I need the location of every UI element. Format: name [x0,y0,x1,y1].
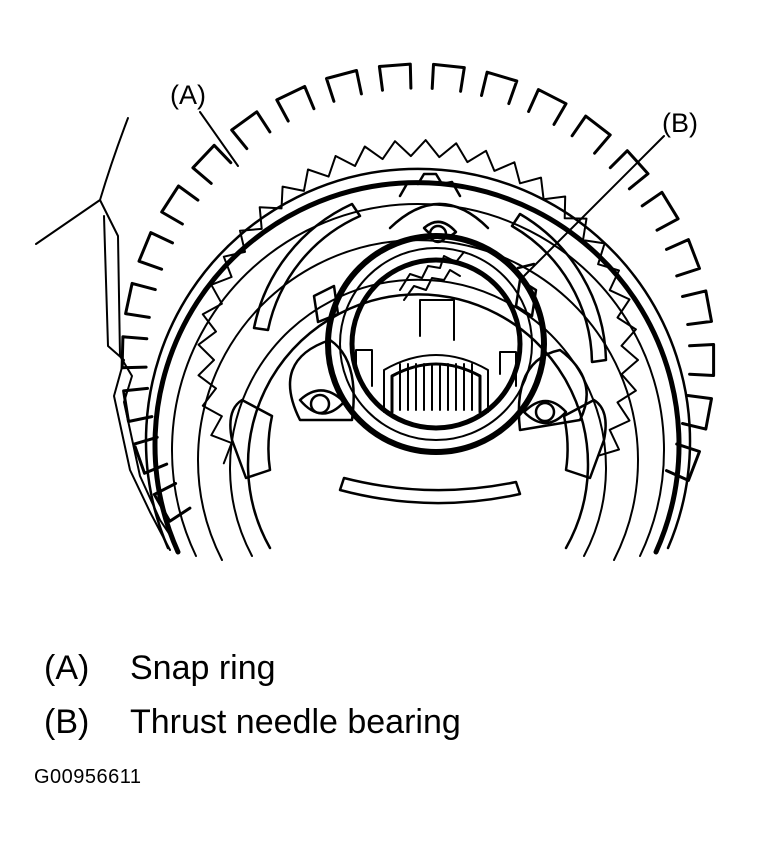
sun-gear-shaft [355,251,517,414]
planet-carrier [229,172,608,550]
legend-item-b: (B) Thrust needle bearing [44,702,461,742]
legend-key: (B) [44,703,90,741]
clutch-drum [120,62,716,550]
ring-gear-teeth [197,139,639,465]
callout-a: (A) [170,80,206,110]
needle-rollers [399,363,473,411]
legend-item-a: (A) Snap ring [44,648,276,688]
legend-label: Snap ring [130,649,276,687]
transmission-case [35,117,177,551]
thrust-needle-bearing [325,233,547,455]
figure-id: G00956611 [34,766,142,788]
callout-b: (B) [662,108,698,138]
planetary-gear-diagram: (A) (B) [35,62,716,561]
callout-leaders [199,111,665,277]
legend-key: (A) [44,649,90,687]
legend-label: Thrust needle bearing [130,703,461,741]
